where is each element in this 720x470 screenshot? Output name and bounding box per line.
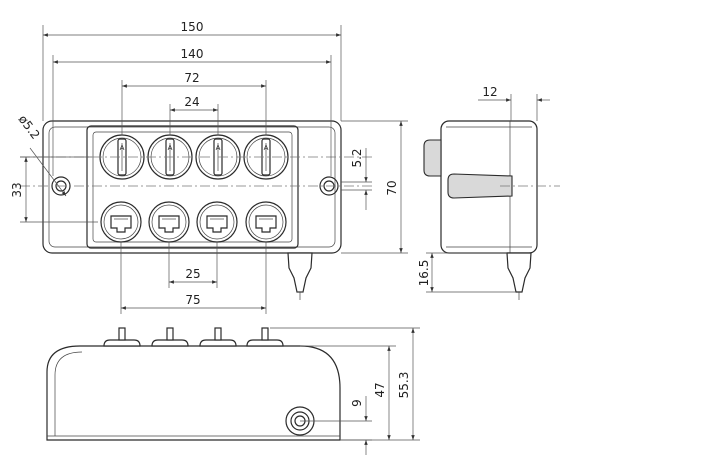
cable-gland-side xyxy=(506,252,532,300)
switch-marking: A xyxy=(264,144,269,152)
bottom-dimensions: 9 47 55.3 xyxy=(270,327,420,455)
switch-marking: A xyxy=(216,144,221,152)
rj-socket xyxy=(148,201,190,243)
dim-47: 47 xyxy=(373,382,387,397)
dim-72: 72 xyxy=(184,71,199,85)
side-view xyxy=(423,120,560,300)
dim-150: 150 xyxy=(181,20,204,34)
front-panel-inner xyxy=(92,131,293,243)
bottom-view xyxy=(46,327,341,441)
side-dimensions: 12 16.5 xyxy=(417,85,550,293)
front-housing-inner-edge xyxy=(48,126,336,248)
rj-socket xyxy=(100,201,142,243)
dim-9: 9 xyxy=(350,399,364,407)
front-panel xyxy=(86,125,299,249)
dim-diameter: ø5.2 xyxy=(16,112,43,142)
connector-pin xyxy=(246,327,284,347)
rj-socket xyxy=(245,201,287,243)
side-mounting-ear xyxy=(447,173,513,199)
connector-pin xyxy=(151,327,189,347)
dim-140: 140 xyxy=(181,47,204,61)
rj-socket xyxy=(196,201,238,243)
connector-pin xyxy=(199,327,237,347)
dim-25: 25 xyxy=(185,267,200,281)
front-view: A A A A xyxy=(20,120,375,300)
dim-33: 33 xyxy=(10,182,24,197)
side-switch-knob xyxy=(423,139,442,177)
switch-marking: A xyxy=(168,144,173,152)
cable-gland-front xyxy=(287,252,313,300)
dim-75: 75 xyxy=(185,293,200,307)
switch-marking: A xyxy=(120,144,125,152)
dim-5-2: 5.2 xyxy=(350,148,364,167)
dim-70: 70 xyxy=(385,180,399,195)
front-housing-outline xyxy=(42,120,342,254)
dim-24: 24 xyxy=(184,95,199,109)
dim-55-3: 55.3 xyxy=(397,372,411,399)
dim-12: 12 xyxy=(482,85,497,99)
connector-pin xyxy=(103,327,141,347)
dim-16-5: 16.5 xyxy=(417,260,431,287)
